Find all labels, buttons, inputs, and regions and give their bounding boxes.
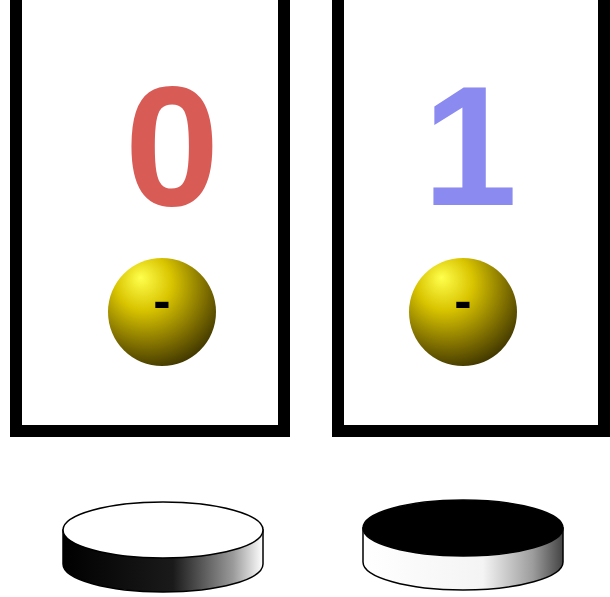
coin-face [63,502,263,558]
state-digit: 1 [423,61,518,231]
charge-sign: - [454,274,471,326]
container-box: 0- [10,0,290,437]
charged-sphere: - [106,256,218,368]
container-box: 1- [332,0,610,437]
white-coin [63,502,263,592]
state-digit: 0 [125,61,220,231]
sphere-body [108,258,216,366]
black-coin [363,500,563,590]
sphere-body [409,258,517,366]
charged-sphere: - [407,256,519,368]
coin-face [363,500,563,556]
charge-sign: - [153,274,170,326]
